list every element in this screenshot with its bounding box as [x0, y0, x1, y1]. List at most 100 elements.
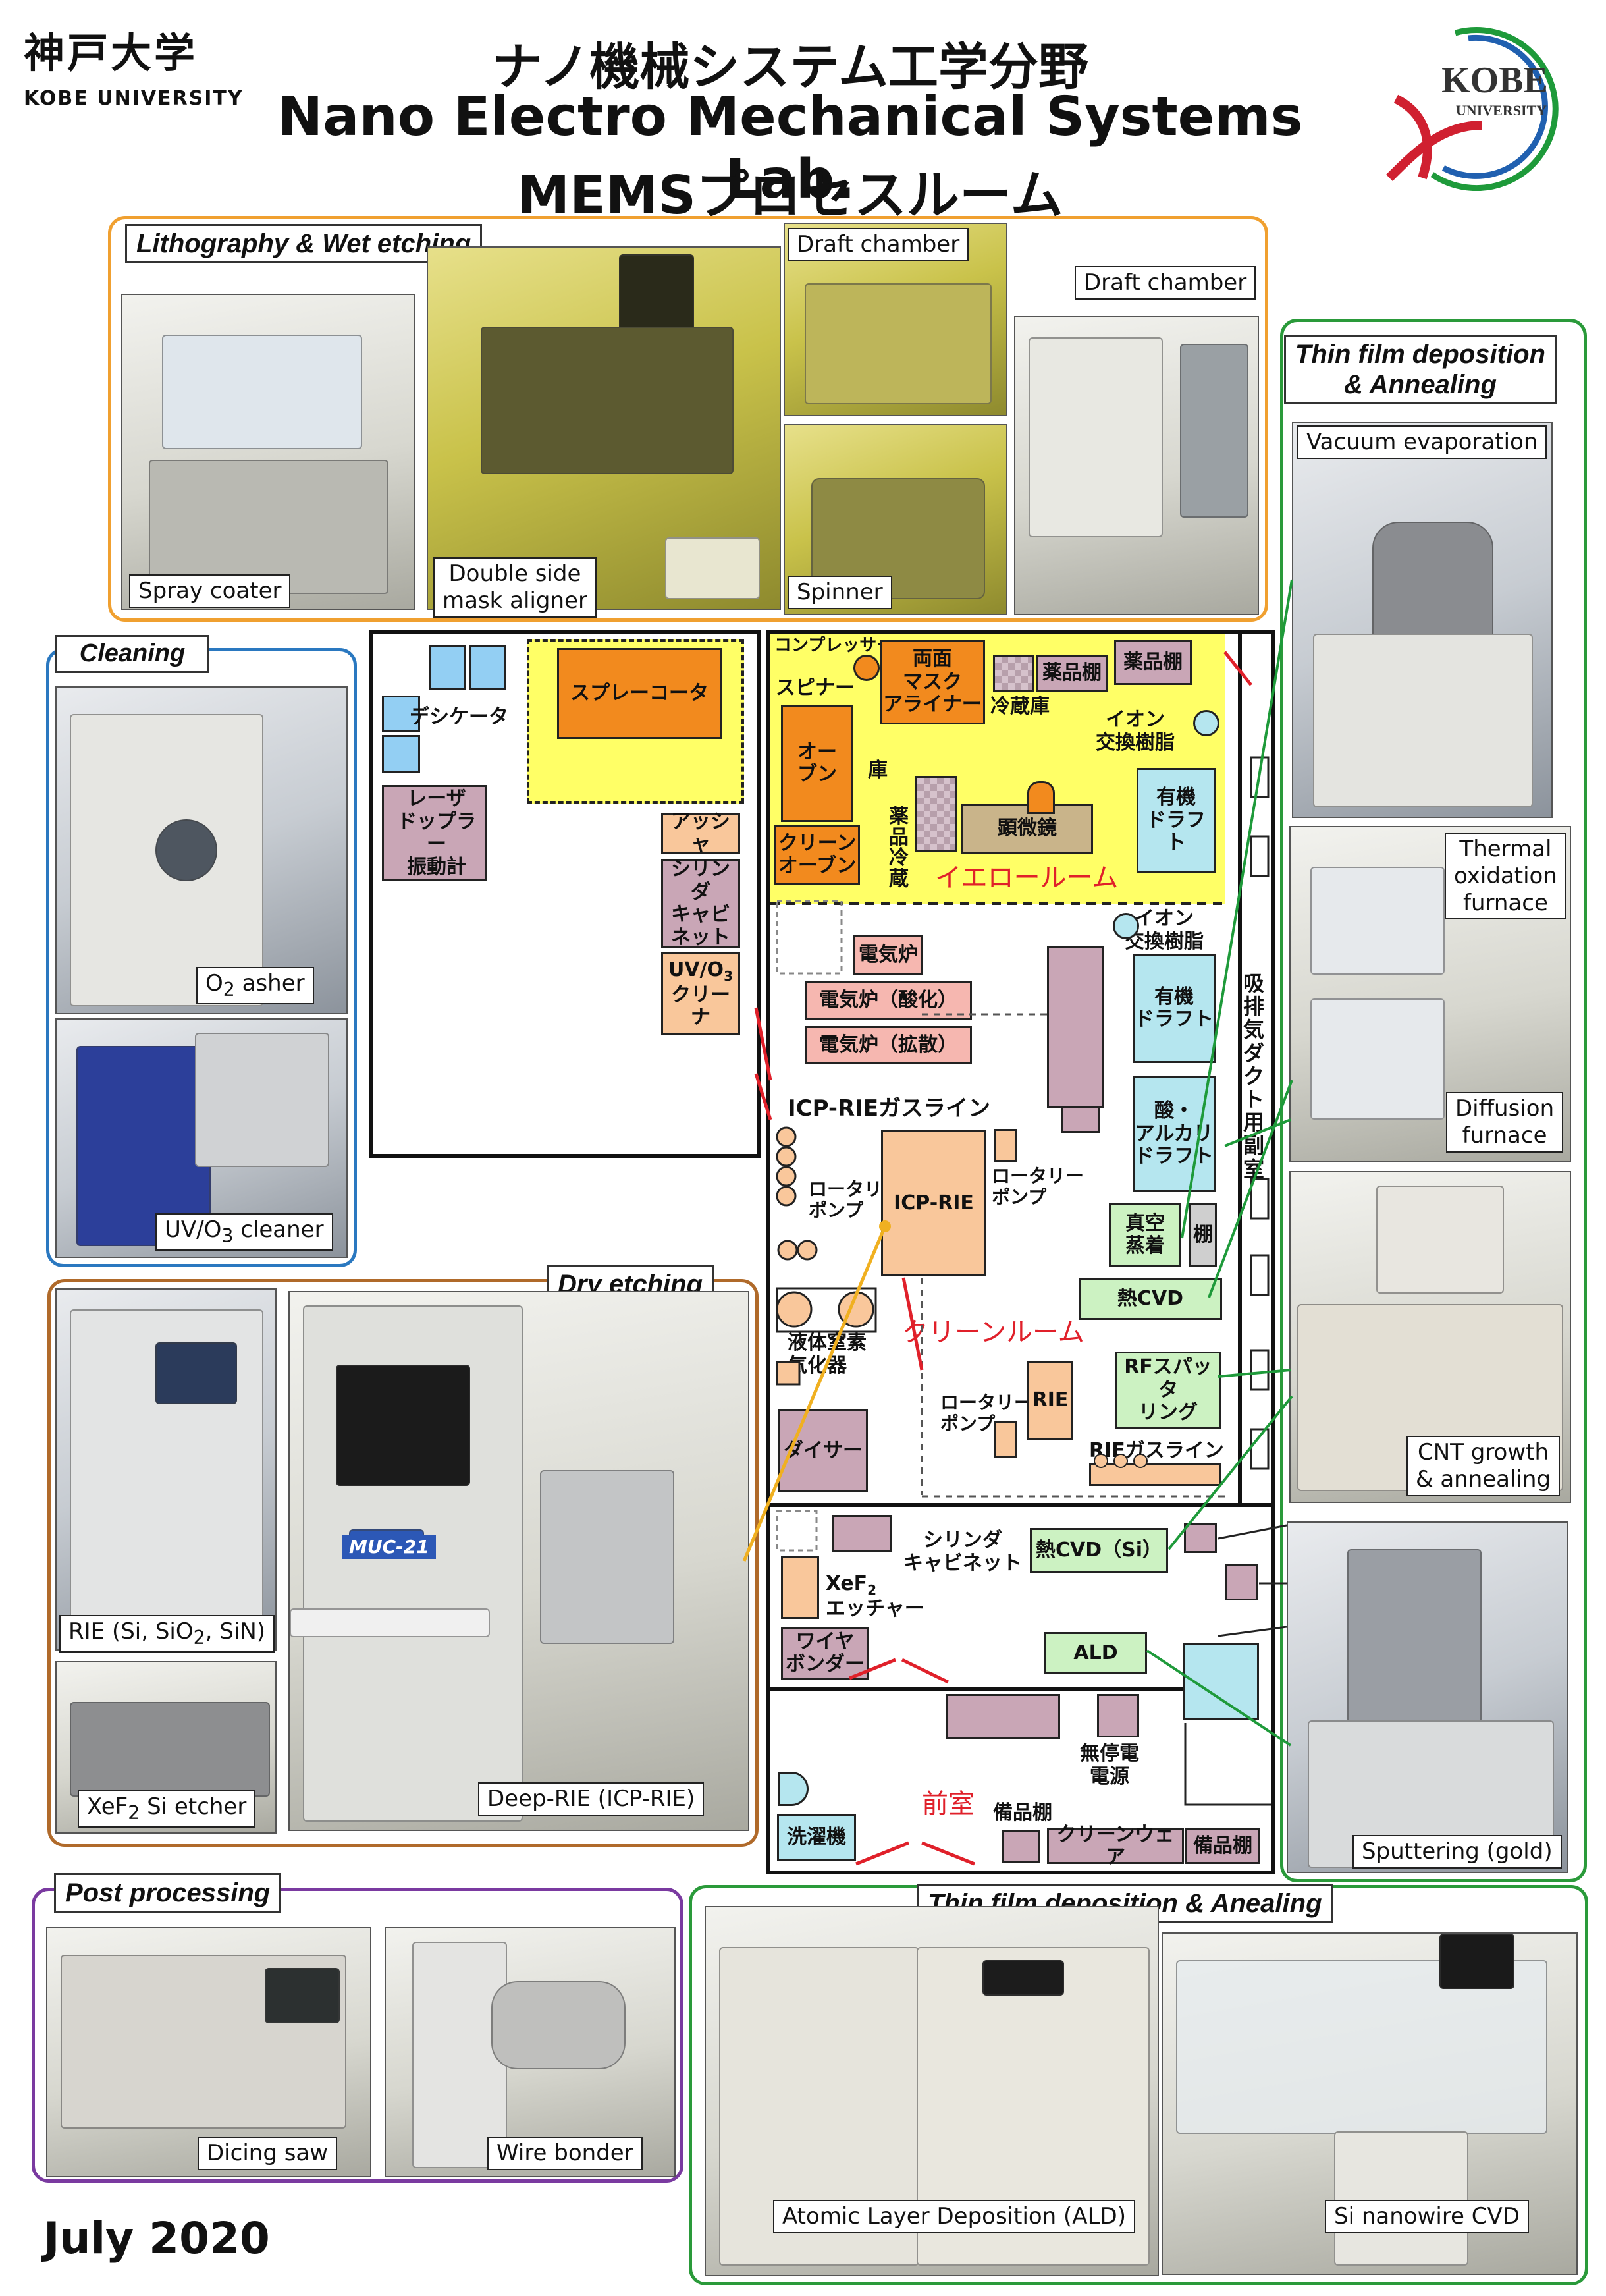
fp-box-a: [993, 655, 1034, 692]
fp-fridge-label: 冷蔵庫: [990, 695, 1050, 718]
fp-asher: アッシャ: [661, 810, 740, 856]
page-title-en: Nano Electro Mechanical Systems Lab.: [277, 86, 1303, 211]
fp-ald: ALD: [1044, 1632, 1147, 1674]
fp-rf-sputtering: RFスパッタリング: [1115, 1352, 1221, 1429]
draft-chamber-1-caption: Draft chamber: [788, 228, 969, 261]
fp-thermal-cvd-si: 熱CVD（Si）: [1030, 1528, 1168, 1573]
wire-bonder-photo: [385, 1927, 676, 2177]
fp-desiccator-2: [469, 645, 506, 690]
rie-photo: [55, 1288, 277, 1651]
dicing-saw-photo: [46, 1927, 371, 2177]
fp-xef2-etcher: [781, 1556, 819, 1619]
fp-cylinder-cabinet-2: [832, 1515, 892, 1552]
fp-vacuum-evaporation: 真空蒸着: [1109, 1203, 1181, 1267]
post-processing-label: Post processing: [54, 1873, 282, 1913]
fp-shelf: 棚: [1189, 1203, 1217, 1267]
kobe-university-logo: KOBE UNIVERSITY: [1370, 26, 1587, 191]
fp-spare-shelf-label: 備品棚: [993, 1801, 1052, 1824]
fp-cylinder-cabinet-2-label: シリンダキャビネット: [903, 1529, 1022, 1575]
fp-duct-label: 吸排気ダクト用副室: [1243, 971, 1265, 1182]
fp-ion2-circle: [1113, 913, 1139, 939]
fp-clean-room-label: クリーンルーム: [902, 1317, 1084, 1348]
fp-yellow-room-label: イエロールーム: [935, 863, 1119, 893]
fp-sputter-box: [1183, 1643, 1259, 1720]
draft-chamber-2-photo: [1014, 316, 1259, 615]
footer-date: July 2020: [43, 2213, 270, 2264]
fp-rotary-2: [994, 1129, 1017, 1162]
fp-chem-shelf-b: 薬品棚: [1114, 640, 1192, 685]
deep-rie-photo: [288, 1291, 749, 1831]
fp-fridge2-label: 庫: [868, 759, 888, 782]
si-nanowire-caption: Si nanowire CVD: [1325, 2200, 1529, 2233]
thin-film-right-label: Thin film deposition& Annealing: [1284, 335, 1557, 404]
o2-asher-photo: [55, 686, 348, 1014]
fp-microscope-icon: [1027, 781, 1055, 814]
fp-cleanwear: クリーンウェア: [1047, 1823, 1184, 1869]
fp-ln2-label: 液体窒素気化器: [788, 1331, 867, 1377]
fp-rotary-2-label: ロータリーポンプ: [992, 1165, 1084, 1209]
fp-equipment-small: [1061, 1107, 1100, 1133]
page-title-jp: ナノ機械システム工学分野: [492, 38, 1088, 96]
fp-icp-rie: ICP-RIE: [881, 1130, 986, 1276]
sputtering-photo: [1287, 1521, 1568, 1873]
fp-spare-box: [1002, 1830, 1040, 1863]
ald-caption: Atomic Layer Deposition (ALD): [773, 2200, 1135, 2233]
fp-desiccator-label: デシケータ: [410, 705, 508, 728]
dicing-saw-caption: Dicing saw: [198, 2137, 338, 2170]
fp-organic-draft-1: 有機ドラフト: [1137, 768, 1216, 873]
litho-section-label: Lithography & Wet etching: [125, 224, 483, 263]
spray-coater-caption: Spray coater: [129, 574, 291, 608]
fp-rie-gas-label: RIEガスライン: [1089, 1439, 1224, 1462]
fp-furnace: 電気炉: [853, 935, 923, 975]
mask-aligner-photo: [427, 246, 781, 610]
fp-rie-gas-line: [1089, 1463, 1221, 1486]
uv-cleaner-caption: UV/O3 cleaner: [155, 1213, 333, 1251]
vacuum-evaporation-caption: Vacuum evaporation: [1297, 425, 1547, 459]
fp-cylinder-cabinet: シリンダキャビネット: [661, 858, 740, 948]
fp-front-room-label: 前室: [922, 1789, 975, 1819]
fp-organic-draft-2: 有機ドラフト: [1133, 954, 1216, 1063]
fp-thermal-cvd: 熱CVD: [1079, 1278, 1222, 1320]
university-name-en: KOBE UNIVERSITY: [24, 87, 244, 110]
post-processing-frame: [32, 1888, 683, 2183]
fp-small-box-2: [1225, 1564, 1258, 1600]
university-name-jp: 神戸大学: [24, 29, 198, 77]
rie-caption: RIE (Si, SiO2, SiN): [59, 1615, 275, 1653]
fp-washer-top: [778, 1772, 809, 1806]
logo-text-university: UNIVERSITY: [1456, 102, 1547, 119]
fp-ups-big: [946, 1694, 1060, 1739]
o2-asher-caption: O2 asher: [196, 967, 314, 1004]
fp-equipment-tall: [1047, 946, 1104, 1108]
cnt-growth-caption: CNT growth& annealing: [1406, 1436, 1561, 1496]
fp-chem-fridge-label: 薬品冷蔵: [889, 805, 909, 890]
spray-coater-photo: [121, 294, 415, 610]
fp-spare-shelf-2: 備品棚: [1185, 1828, 1260, 1864]
fp-acid-draft: 酸・アルカリドラフト: [1133, 1076, 1216, 1192]
fp-furnace-oxidation: 電気炉（酸化）: [805, 981, 972, 1020]
draft-chamber-2-caption: Draft chamber: [1075, 266, 1256, 300]
fp-ion-circle: [1193, 710, 1219, 736]
fp-oven: オーブン: [781, 705, 853, 822]
fp-rotary-3: [994, 1421, 1017, 1458]
muc21-label: MUC-21: [342, 1535, 436, 1559]
fp-ups-label: 無停電電源: [1080, 1742, 1139, 1788]
fp-compressor-label: コンプレッサー: [774, 636, 894, 655]
fp-ups-small: [1097, 1694, 1139, 1737]
deep-rie-caption: Deep-RIE (ICP-RIE): [478, 1782, 705, 1816]
litho-frame: [108, 216, 1268, 622]
fp-rie: RIE: [1027, 1361, 1073, 1440]
fp-spinner-label: スピナー: [776, 676, 855, 699]
logo-text-kobe: KOBE: [1441, 60, 1548, 101]
fp-dicer: ダイサー: [778, 1409, 868, 1492]
dry-etching-frame: [47, 1279, 759, 1847]
fp-compressor: [853, 655, 880, 681]
fp-clean-oven: クリーンオーブン: [774, 825, 860, 885]
fp-chem-shelf-a: 薬品棚: [1036, 655, 1108, 692]
vacuum-evaporation-photo: [1292, 422, 1553, 818]
page-subtitle: MEMSプロセスルーム: [517, 165, 1063, 226]
